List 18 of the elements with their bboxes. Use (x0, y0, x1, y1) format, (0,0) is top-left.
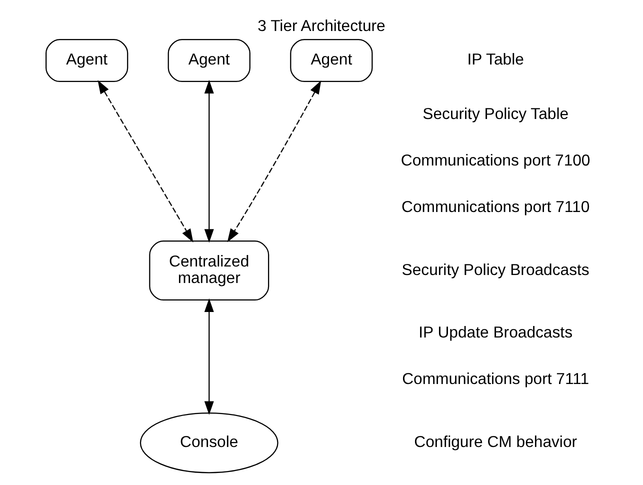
label: Communications port 7111 (402, 370, 590, 388)
node-ellipse: Console (140, 412, 278, 473)
label: Security Policy Table (422, 106, 569, 123)
label: Communications port 7100 (400, 152, 590, 169)
node-box: Agent (168, 38, 250, 82)
label: IP Update Broadcasts (418, 324, 573, 342)
label: IP Table (467, 51, 524, 68)
node-box: Centralized manager (149, 240, 270, 300)
label: Configure CM behavior (414, 434, 578, 451)
arrow (227, 80, 322, 242)
label: Security Policy Broadcasts (402, 261, 590, 278)
node-box: Agent (290, 38, 373, 82)
arrow (204, 298, 214, 414)
arrow (204, 79, 214, 242)
label: Communications port 7110 (402, 198, 590, 216)
diagram-title: 3 Tier Architecture (258, 17, 386, 34)
arrow (98, 80, 194, 242)
node-box: Agent (46, 38, 128, 82)
